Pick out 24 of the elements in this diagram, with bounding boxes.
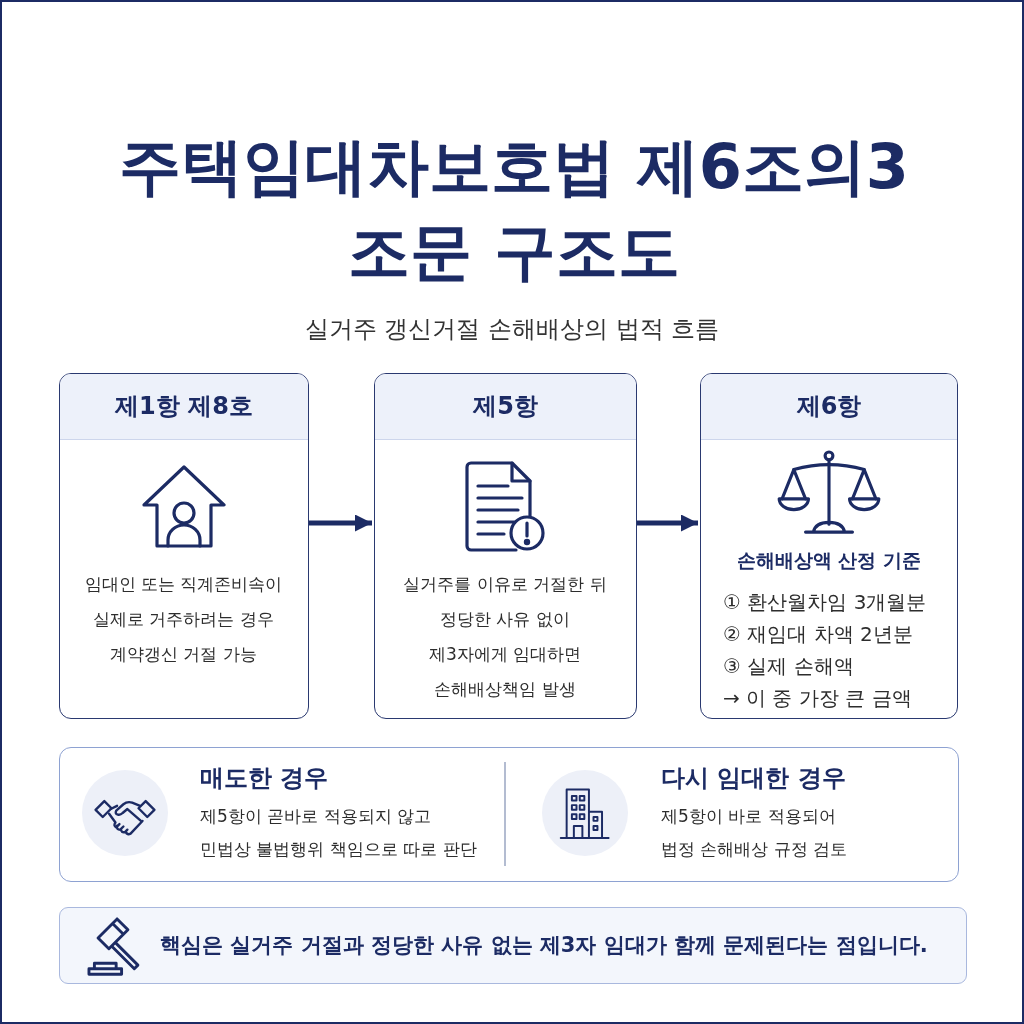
section-card: [59, 373, 309, 719]
criteria-item: ① 환산월차임 3개월분: [723, 589, 927, 616]
case-heading: 매도한 경우: [200, 763, 329, 794]
criteria-item: → 이 중 가장 큰 금액: [723, 685, 912, 712]
summary-text: 핵심은 실거주 거절과 정당한 사유 없는 제3자 임대가 함께 문제된다는 점입니다.: [160, 932, 928, 959]
case-heading: 다시 임대한 경우: [661, 763, 846, 794]
criteria-item: ② 재임대 차액 2년분: [723, 621, 913, 648]
section-text: 실거주를 이유로 거절한 뒤 정당한 사유 없이 제3자에게 임대하면 손해배상책임 발생: [402, 573, 608, 701]
case-text: 제5항이 바로 적용되어 법정 손해배상 규정 검토: [661, 805, 849, 861]
section-heading: 제5항: [375, 374, 636, 440]
criteria-heading: 손해배상액 산정 기준: [735, 548, 923, 573]
section-heading: 제6항: [701, 374, 957, 440]
title: 주택임대차보호법 제6조의3 조문 구조도: [118, 129, 910, 290]
subtitle: 실거주 갱신거절 손해배상의 법적 흐름: [303, 314, 721, 345]
section-heading: 제1항 제8호: [60, 374, 308, 440]
summary-banner: [59, 907, 967, 984]
criteria-item: ③ 실제 손해액: [723, 653, 854, 680]
section-card: [374, 373, 637, 719]
case-text: 제5항이 곧바로 적용되지 않고 민법상 불법행위 책임으로 따로 판단: [200, 805, 478, 861]
section-card: [700, 373, 958, 719]
case-panel: [59, 747, 959, 882]
arrow: [307, 514, 372, 532]
section-text: 임대인 또는 직계존비속이 실제로 거주하려는 경우 계약갱신 거절 가능: [83, 573, 284, 666]
arrow: [635, 514, 698, 532]
